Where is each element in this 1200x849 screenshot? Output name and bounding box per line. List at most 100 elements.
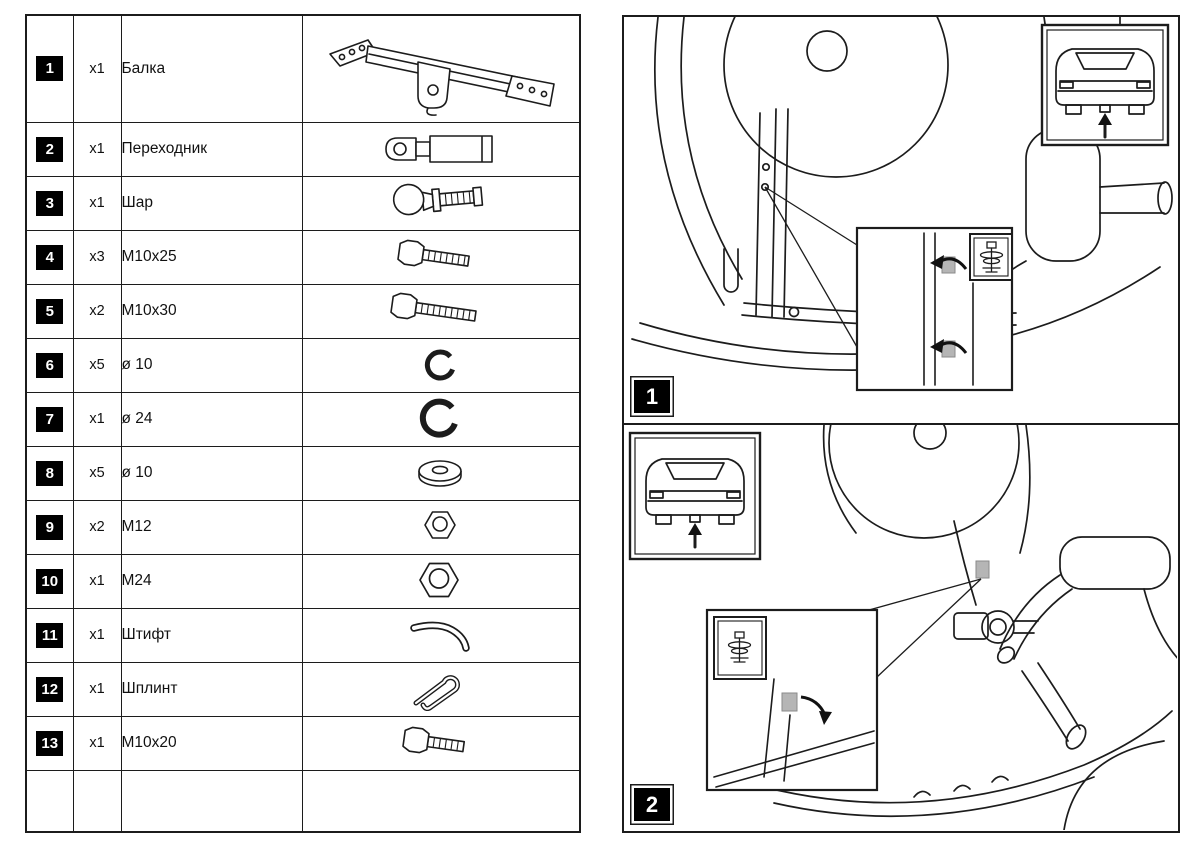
table-row-empty [25, 769, 581, 833]
table-row: 13 x1 M10x20 [25, 715, 581, 771]
table-row: 11 x1 Штифт [25, 607, 581, 663]
part-number-badge: 11 [36, 622, 64, 648]
part-number-badge: 8 [36, 460, 64, 486]
part-illustration-cell [301, 283, 581, 339]
panel-1-underbody-illustration [631, 17, 1173, 392]
part-name: M12 [120, 499, 303, 555]
part-name: M10x20 [120, 715, 303, 771]
part-illustration-cell [301, 445, 581, 501]
part-qty: x1 [72, 607, 122, 663]
part-illustration-cell [301, 499, 581, 555]
part-name: Балка [120, 14, 303, 123]
part-number-cell: 7 [25, 391, 74, 447]
arrow-icon [930, 339, 944, 353]
part-number-cell: 13 [25, 715, 74, 771]
part-qty [72, 769, 122, 833]
part-number-cell: 5 [25, 283, 74, 339]
adapter-icon [384, 135, 493, 163]
beam-icon [328, 38, 555, 116]
detail-callout-box [855, 226, 1014, 392]
part-name: M10x30 [120, 283, 303, 339]
part-number-cell: 4 [25, 229, 74, 285]
step-number-badge: 2 [634, 788, 670, 821]
flat-washer-icon [417, 460, 462, 487]
panel-2-underbody-illustration [628, 425, 1177, 830]
part-qty: x1 [72, 121, 122, 177]
part-number-cell: 6 [25, 337, 74, 393]
part-number-badge: 6 [36, 352, 64, 378]
part-number-badge: 7 [36, 406, 64, 432]
part-number-badge: 13 [36, 730, 64, 756]
table-row: 12 x1 Шплинт [25, 661, 581, 717]
table-row: 4 x3 M10x25 [25, 229, 581, 285]
part-illustration-cell [301, 607, 581, 663]
hex-bolt-icon [389, 292, 477, 322]
panel-step-2: 2 [624, 425, 1178, 831]
part-name: ø 10 [120, 445, 303, 501]
part-qty: x3 [72, 229, 122, 285]
part-number-badge: 5 [36, 298, 64, 324]
part-number-cell: 11 [25, 607, 74, 663]
part-number-cell: 2 [25, 121, 74, 177]
table-row: 1 x1 Балка [25, 14, 581, 123]
part-number-cell: 3 [25, 175, 74, 231]
part-qty: x1 [72, 715, 122, 771]
part-illustration-cell [301, 661, 581, 717]
car-rear-inset [628, 431, 762, 561]
car-rear-inset [1040, 23, 1170, 147]
part-number-badge: 4 [36, 244, 64, 270]
part-name: Шплинт [120, 661, 303, 717]
hex-bolt-icon [396, 239, 470, 267]
part-qty: x1 [72, 661, 122, 717]
part-name: ø 24 [120, 391, 303, 447]
part-name: Шар [120, 175, 303, 231]
pin-icon [410, 621, 470, 652]
table-row: 10 x1 M24 [25, 553, 581, 609]
part-illustration-cell [301, 121, 581, 177]
part-number-cell: 1 [25, 14, 74, 123]
arrow-icon [930, 255, 944, 269]
part-number-cell: 10 [25, 553, 74, 609]
part-illustration-cell [301, 337, 581, 393]
table-row: 5 x2 M10x30 [25, 283, 581, 339]
table-row: 3 x1 Шар [25, 175, 581, 231]
arrow-icon [819, 711, 832, 725]
table-row: 2 x1 Переходник [25, 121, 581, 177]
part-number-badge: 12 [36, 676, 64, 702]
part-qty: x5 [72, 445, 122, 501]
spring-washer-icon [424, 349, 455, 381]
installation-diagrams: 1 [622, 15, 1180, 833]
shim-tab [781, 692, 798, 712]
part-qty: x1 [72, 175, 122, 231]
part-number-badge: 9 [36, 514, 64, 540]
hex-nut-icon [418, 562, 459, 598]
part-name: ø 10 [120, 337, 303, 393]
hex-bolt-icon [401, 726, 465, 754]
part-illustration-cell [301, 175, 581, 231]
part-number-badge: 3 [36, 190, 64, 216]
panel-step-1: 1 [624, 17, 1178, 425]
shim-tab [975, 560, 990, 579]
tow-ball-icon [392, 183, 483, 216]
part-name: M10x25 [120, 229, 303, 285]
part-number-cell: 12 [25, 661, 74, 717]
part-illustration-cell [301, 229, 581, 285]
underbody-drawing [763, 425, 1177, 830]
part-qty: x2 [72, 499, 122, 555]
part-number-cell: 8 [25, 445, 74, 501]
part-qty: x5 [72, 337, 122, 393]
part-illustration-cell [301, 715, 581, 771]
step-number-badge: 1 [634, 380, 670, 413]
hex-nut-icon [423, 511, 456, 539]
detail-callout-box [705, 608, 879, 792]
part-illustration-cell [301, 553, 581, 609]
part-name [120, 769, 303, 833]
part-qty: x1 [72, 14, 122, 123]
cotter-pin-icon [413, 675, 460, 711]
part-illustration-cell [301, 769, 581, 833]
leader-lines [868, 578, 982, 678]
leader-lines [764, 186, 858, 348]
part-qty: x2 [72, 283, 122, 339]
table-row: 9 x2 M12 [25, 499, 581, 555]
part-number-cell [25, 769, 74, 833]
